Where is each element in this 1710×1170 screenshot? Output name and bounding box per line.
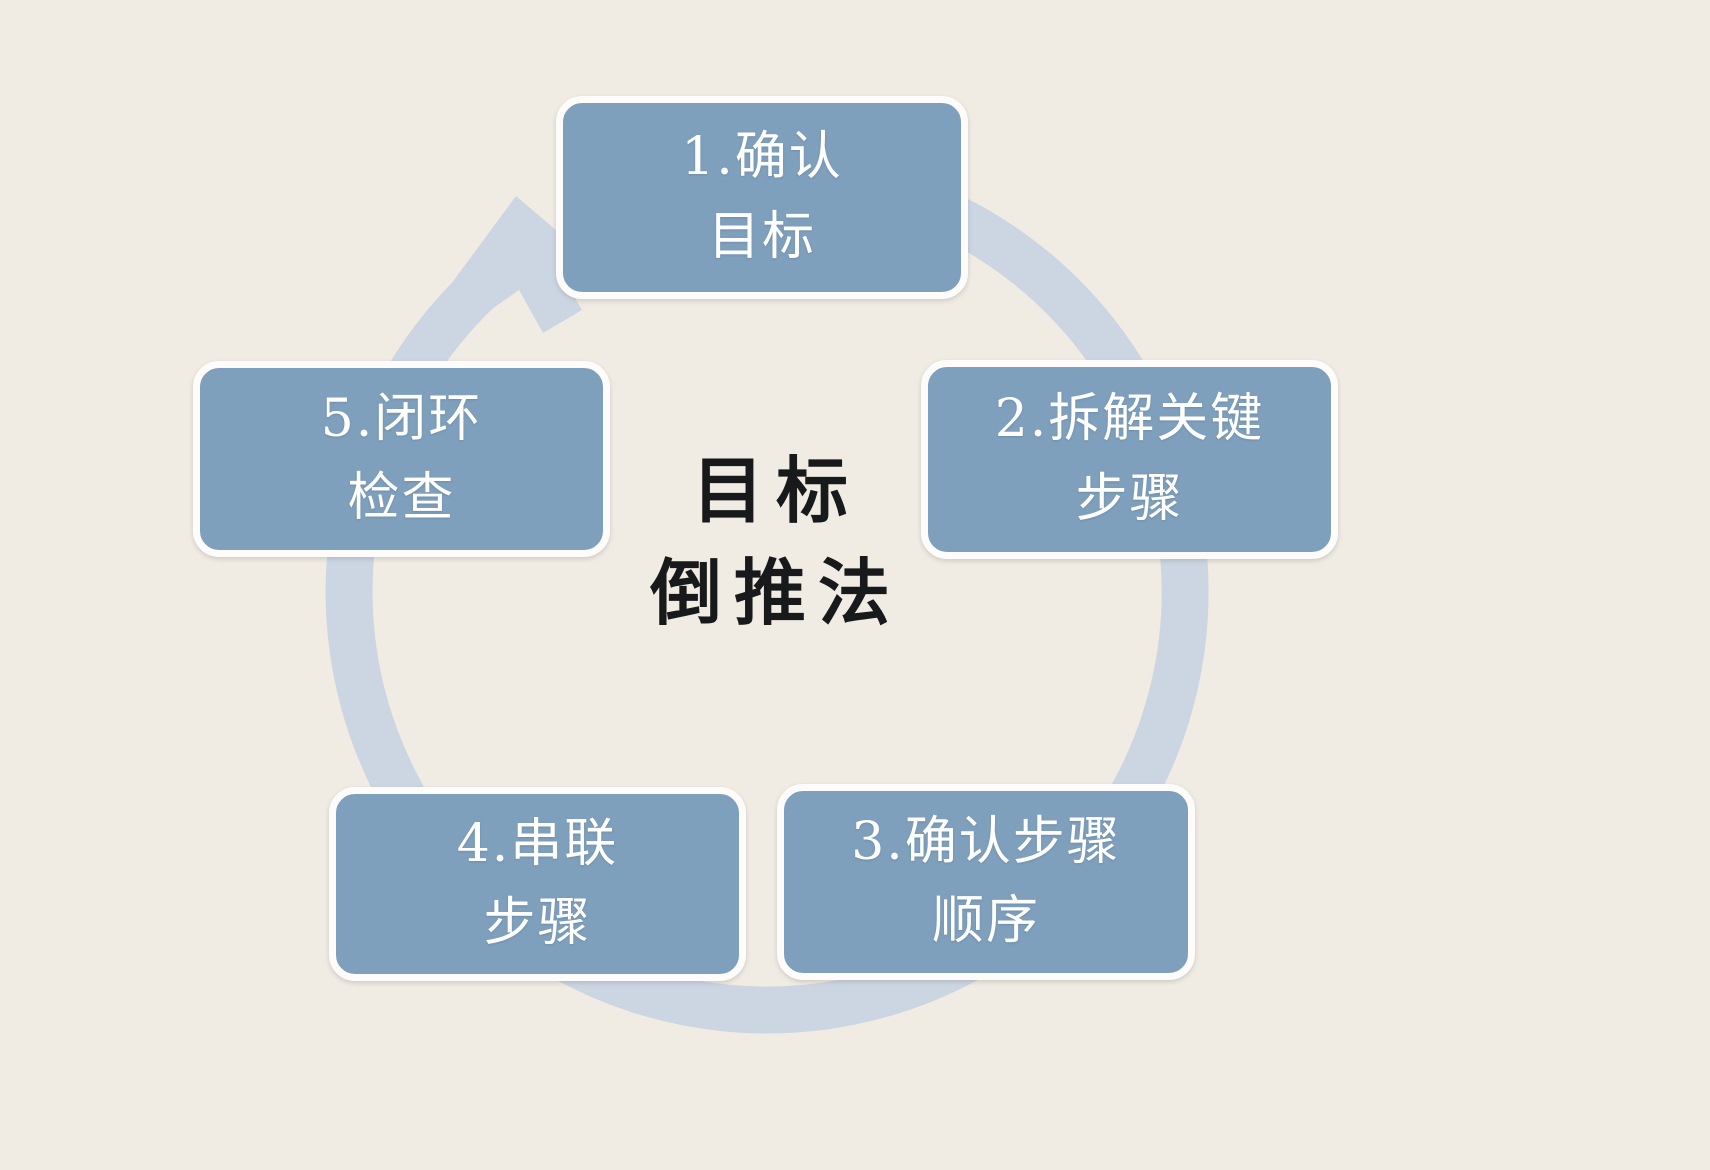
cycle-node-1[interactable]: 1.确认 目标 <box>556 96 968 299</box>
cycle-node-2[interactable]: 2.拆解关键 步骤 <box>921 360 1338 559</box>
cycle-node-2-line1: 2.拆解关键 <box>994 389 1265 450</box>
cycle-node-5[interactable]: 5.闭环 检查 <box>193 361 610 557</box>
cycle-node-4-line2: 步骤 <box>483 893 592 953</box>
cycle-node-3[interactable]: 3.确认步骤 顺序 <box>777 784 1195 980</box>
cycle-node-5-line2: 检查 <box>347 468 456 528</box>
cycle-node-2-line2: 步骤 <box>1075 468 1184 529</box>
cycle-node-3-line2: 顺序 <box>931 891 1040 951</box>
cycle-node-3-line1: 3.确认步骤 <box>851 811 1121 872</box>
cycle-node-4-line1: 4.串联 <box>456 813 619 874</box>
cycle-node-1-line2: 目标 <box>707 206 816 267</box>
cycle-node-4[interactable]: 4.串联 步骤 <box>329 787 746 981</box>
cycle-node-5-line1: 5.闭环 <box>320 388 483 449</box>
cycle-node-1-line1: 1.确认 <box>681 127 843 188</box>
